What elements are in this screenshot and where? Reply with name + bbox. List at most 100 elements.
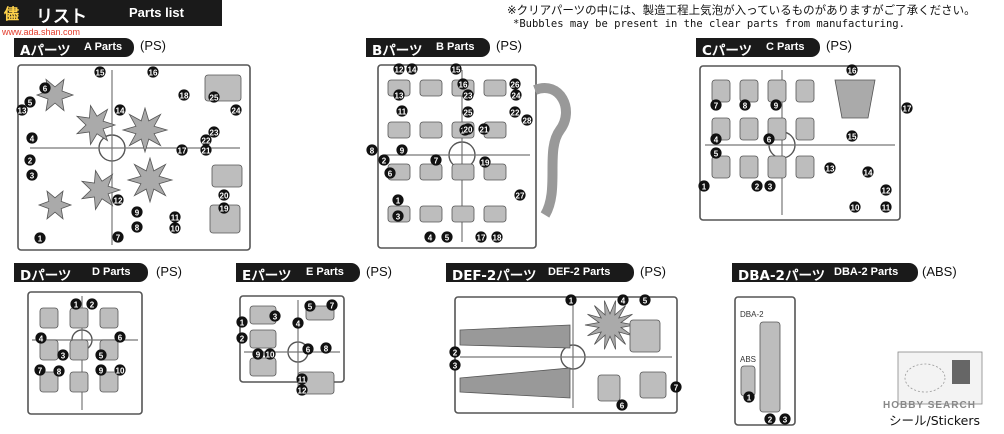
runner-c-part-16-number: 16	[848, 66, 857, 75]
runner-dba2-part-3-badge	[779, 413, 791, 425]
runner-b-part-4-badge	[424, 231, 436, 243]
runner-d-part	[69, 339, 89, 361]
runner-b-part	[451, 163, 475, 181]
runner-a-part-3-number: 3	[30, 171, 35, 180]
section-label-d: Dパーツ D Parts	[14, 263, 148, 284]
runner-a-part-9-number: 9	[135, 208, 140, 217]
section-label-jp: Bパーツ	[372, 43, 423, 59]
runner-b-part-8-badge	[366, 144, 378, 156]
runner-dba2-part-1-number: 1	[747, 393, 752, 402]
runner-def2-part-6-badge	[616, 399, 628, 411]
runner-a-part-19-number: 19	[220, 204, 229, 213]
runner-c-part-2-badge	[751, 180, 763, 192]
runner-def2-part-2-number: 2	[453, 348, 458, 357]
runner-b-part-1-badge	[392, 194, 404, 206]
runner-d-part-5-badge	[95, 349, 107, 361]
runner-c-part-9-badge	[770, 99, 782, 111]
runner-a-part-3-badge	[26, 169, 38, 181]
runner-a-part-25-number: 25	[210, 93, 219, 102]
runner-d-part	[99, 371, 119, 393]
runner-c-part-17-number: 17	[903, 104, 912, 113]
runner-c-part	[795, 79, 815, 103]
runner-def2-blade-part	[459, 324, 571, 349]
runner-b-part-27-badge	[514, 189, 526, 201]
runner-b-part-1-number: 1	[396, 196, 401, 205]
runner-c-face-part	[834, 79, 876, 119]
runner-a-part-1-number: 1	[38, 234, 43, 243]
clear-parts-note-jp: ※クリアパーツの中には、製造工程上気泡が入っているものがありますがご了承ください…	[507, 3, 976, 17]
runner-b-part-23-number: 23	[464, 91, 473, 100]
runner-b-part-22-badge	[509, 106, 521, 118]
runner-b-part-16-badge	[457, 78, 469, 90]
runner-dba2-part-1-badge	[743, 391, 755, 403]
runner-c-part-5-number: 5	[714, 149, 719, 158]
runner-b-part	[419, 205, 443, 223]
section-material-a: (PS)	[140, 38, 166, 53]
runner-b-part-24-number: 24	[512, 91, 521, 100]
runner-b-part-17-badge	[475, 231, 487, 243]
runner-a-hair-part	[75, 104, 117, 146]
runner-e-part-5-badge	[304, 300, 316, 312]
runner-c-part-12-number: 12	[882, 186, 891, 195]
runner-d-part-6-badge	[114, 331, 126, 343]
runner-def2-part-1-badge	[565, 294, 577, 306]
runner-def2-part-3-badge	[449, 359, 461, 371]
runner-e-part-10-number: 10	[266, 350, 275, 359]
runner-e-part-6-badge	[302, 343, 314, 355]
runner-a-part-24-badge	[230, 104, 242, 116]
runner-a-part-4-number: 4	[30, 134, 35, 143]
runner-c-part-11-number: 11	[882, 203, 891, 212]
runner-a-part-16-number: 16	[149, 68, 158, 77]
runner-b-part	[483, 79, 507, 97]
runner-b-part-26-badge	[509, 78, 521, 90]
section-material-b: (PS)	[496, 38, 522, 53]
runner-a-part-1-badge	[34, 232, 46, 244]
runner-def2-part-1-number: 1	[569, 296, 574, 305]
runner-b-part-3-number: 3	[396, 212, 401, 221]
runner-b-part-28-badge	[521, 114, 533, 126]
runner-a-part-16-badge	[147, 66, 159, 78]
runner-e-part-12-badge	[296, 384, 308, 396]
runner-a-part-19-badge	[218, 202, 230, 214]
runner-c-part	[767, 117, 787, 141]
runner-a-part-20-badge	[218, 189, 230, 201]
runner-b-part-18-badge	[491, 231, 503, 243]
runner-a-part-2-badge	[24, 154, 36, 166]
section-material-c: (PS)	[826, 38, 852, 53]
runner-b-part-14-number: 14	[408, 65, 417, 74]
runner-c-part-3-badge	[764, 180, 776, 192]
runner-d-part	[39, 307, 59, 329]
runner-e-part-12-number: 12	[298, 386, 307, 395]
runner-e-part-6-number: 6	[306, 345, 311, 354]
runner-a-part-23-number: 23	[210, 128, 219, 137]
runner-a-part-15-number: 15	[96, 68, 105, 77]
runner-a-part-6-badge	[39, 82, 51, 94]
runner-d-part-10-badge	[114, 364, 126, 376]
runner-c-part-13-number: 13	[826, 164, 835, 173]
runner-d-part-7-number: 7	[38, 366, 43, 375]
runner-b-part-21-badge	[478, 123, 490, 135]
runner-e-part-9-badge	[252, 348, 264, 360]
runner-a-part-11-number: 11	[171, 213, 180, 222]
runner-a-part-25-badge	[208, 91, 220, 103]
runner-e-part-11-number: 11	[298, 375, 307, 384]
runner-d-part	[39, 339, 59, 361]
runner-c-part-7-number: 7	[714, 101, 719, 110]
section-label-dba2: DBA-2パーツ DBA-2 Parts	[732, 263, 918, 284]
runner-c-part	[739, 79, 759, 103]
sticker-image	[904, 363, 946, 393]
runner-a-part-12-number: 12	[114, 196, 123, 205]
runner-a-part-24-number: 24	[232, 106, 241, 115]
section-material-e: (PS)	[366, 264, 392, 279]
runner-a-part-9-badge	[131, 206, 143, 218]
runner-a-part-13-number: 13	[18, 106, 27, 115]
runner-a-part-7-number: 7	[116, 233, 121, 242]
runner-b-part	[451, 205, 475, 223]
runner-def2-part-3-number: 3	[453, 361, 458, 370]
clear-parts-note-en: *Bubbles may be present in the clear par…	[513, 18, 905, 30]
section-label-jp: Cパーツ	[702, 43, 753, 59]
runner-e-part-4-number: 4	[296, 319, 301, 328]
runner-def2-part-5-badge	[639, 294, 651, 306]
runner-b-part-7-badge	[430, 154, 442, 166]
runner-a-part-13-badge	[16, 104, 28, 116]
